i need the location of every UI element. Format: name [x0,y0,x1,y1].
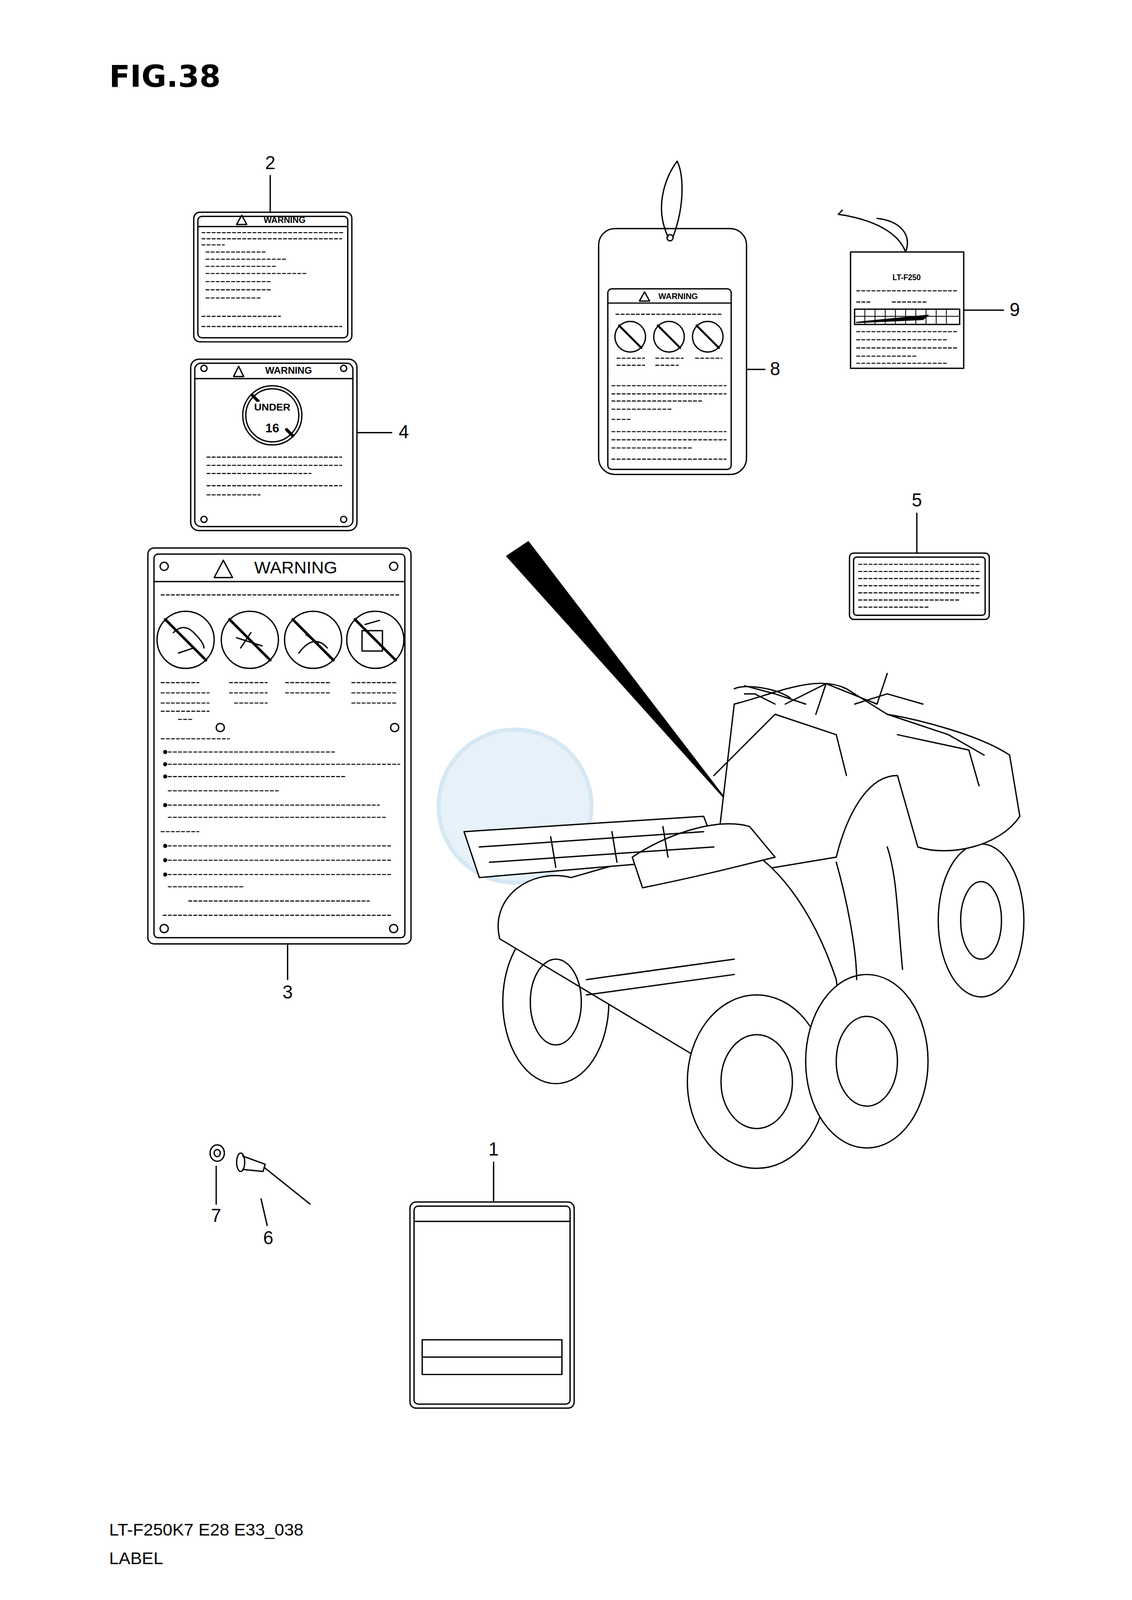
callout-number: 1 [488,1140,499,1159]
model-text: LT-F250 [892,273,921,282]
callout-number: 2 [265,154,276,173]
callout-number: 7 [211,1206,222,1226]
callout-number: 8 [770,360,781,379]
callout-number: 6 [263,1228,274,1248]
diagram-code: LT-F250K7 E28 E33_038 [109,1521,304,1539]
label-text: 16 [264,422,281,435]
warning-text: WARNING [658,292,698,301]
diagram-name: LABEL [109,1549,163,1568]
figure-title: FIG.38 [109,61,221,92]
warning-text: WARNING [254,559,338,577]
callout-number: 5 [911,491,922,510]
callout-number: 3 [282,983,293,1002]
warning-text: WARNING [263,216,306,225]
warning-text: WARNING [265,365,313,376]
callout-number: 4 [398,423,409,442]
label-text: UNDER [253,401,292,412]
callout-number: 9 [1009,300,1020,320]
